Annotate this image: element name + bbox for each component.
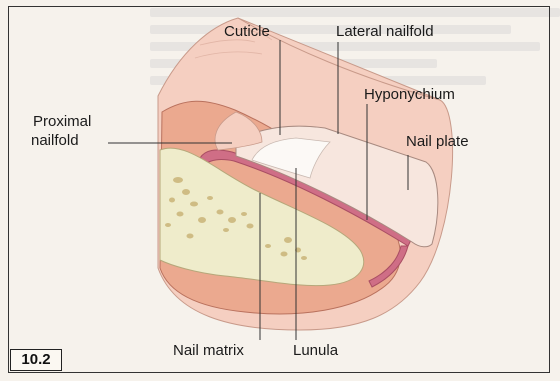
label-nail-matrix: Nail matrix xyxy=(173,342,244,360)
label-proximal-nailfold-line1: Proximal xyxy=(33,113,91,131)
label-nail-plate: Nail plate xyxy=(406,133,469,151)
label-proximal-nailfold-line2: nailfold xyxy=(31,132,79,150)
label-cuticle: Cuticle xyxy=(224,23,270,41)
label-lunula: Lunula xyxy=(293,342,338,360)
figure-number: 10.2 xyxy=(10,349,62,371)
label-hyponychium: Hyponychium xyxy=(364,86,455,104)
label-lateral-nailfold: Lateral nailfold xyxy=(336,23,434,41)
